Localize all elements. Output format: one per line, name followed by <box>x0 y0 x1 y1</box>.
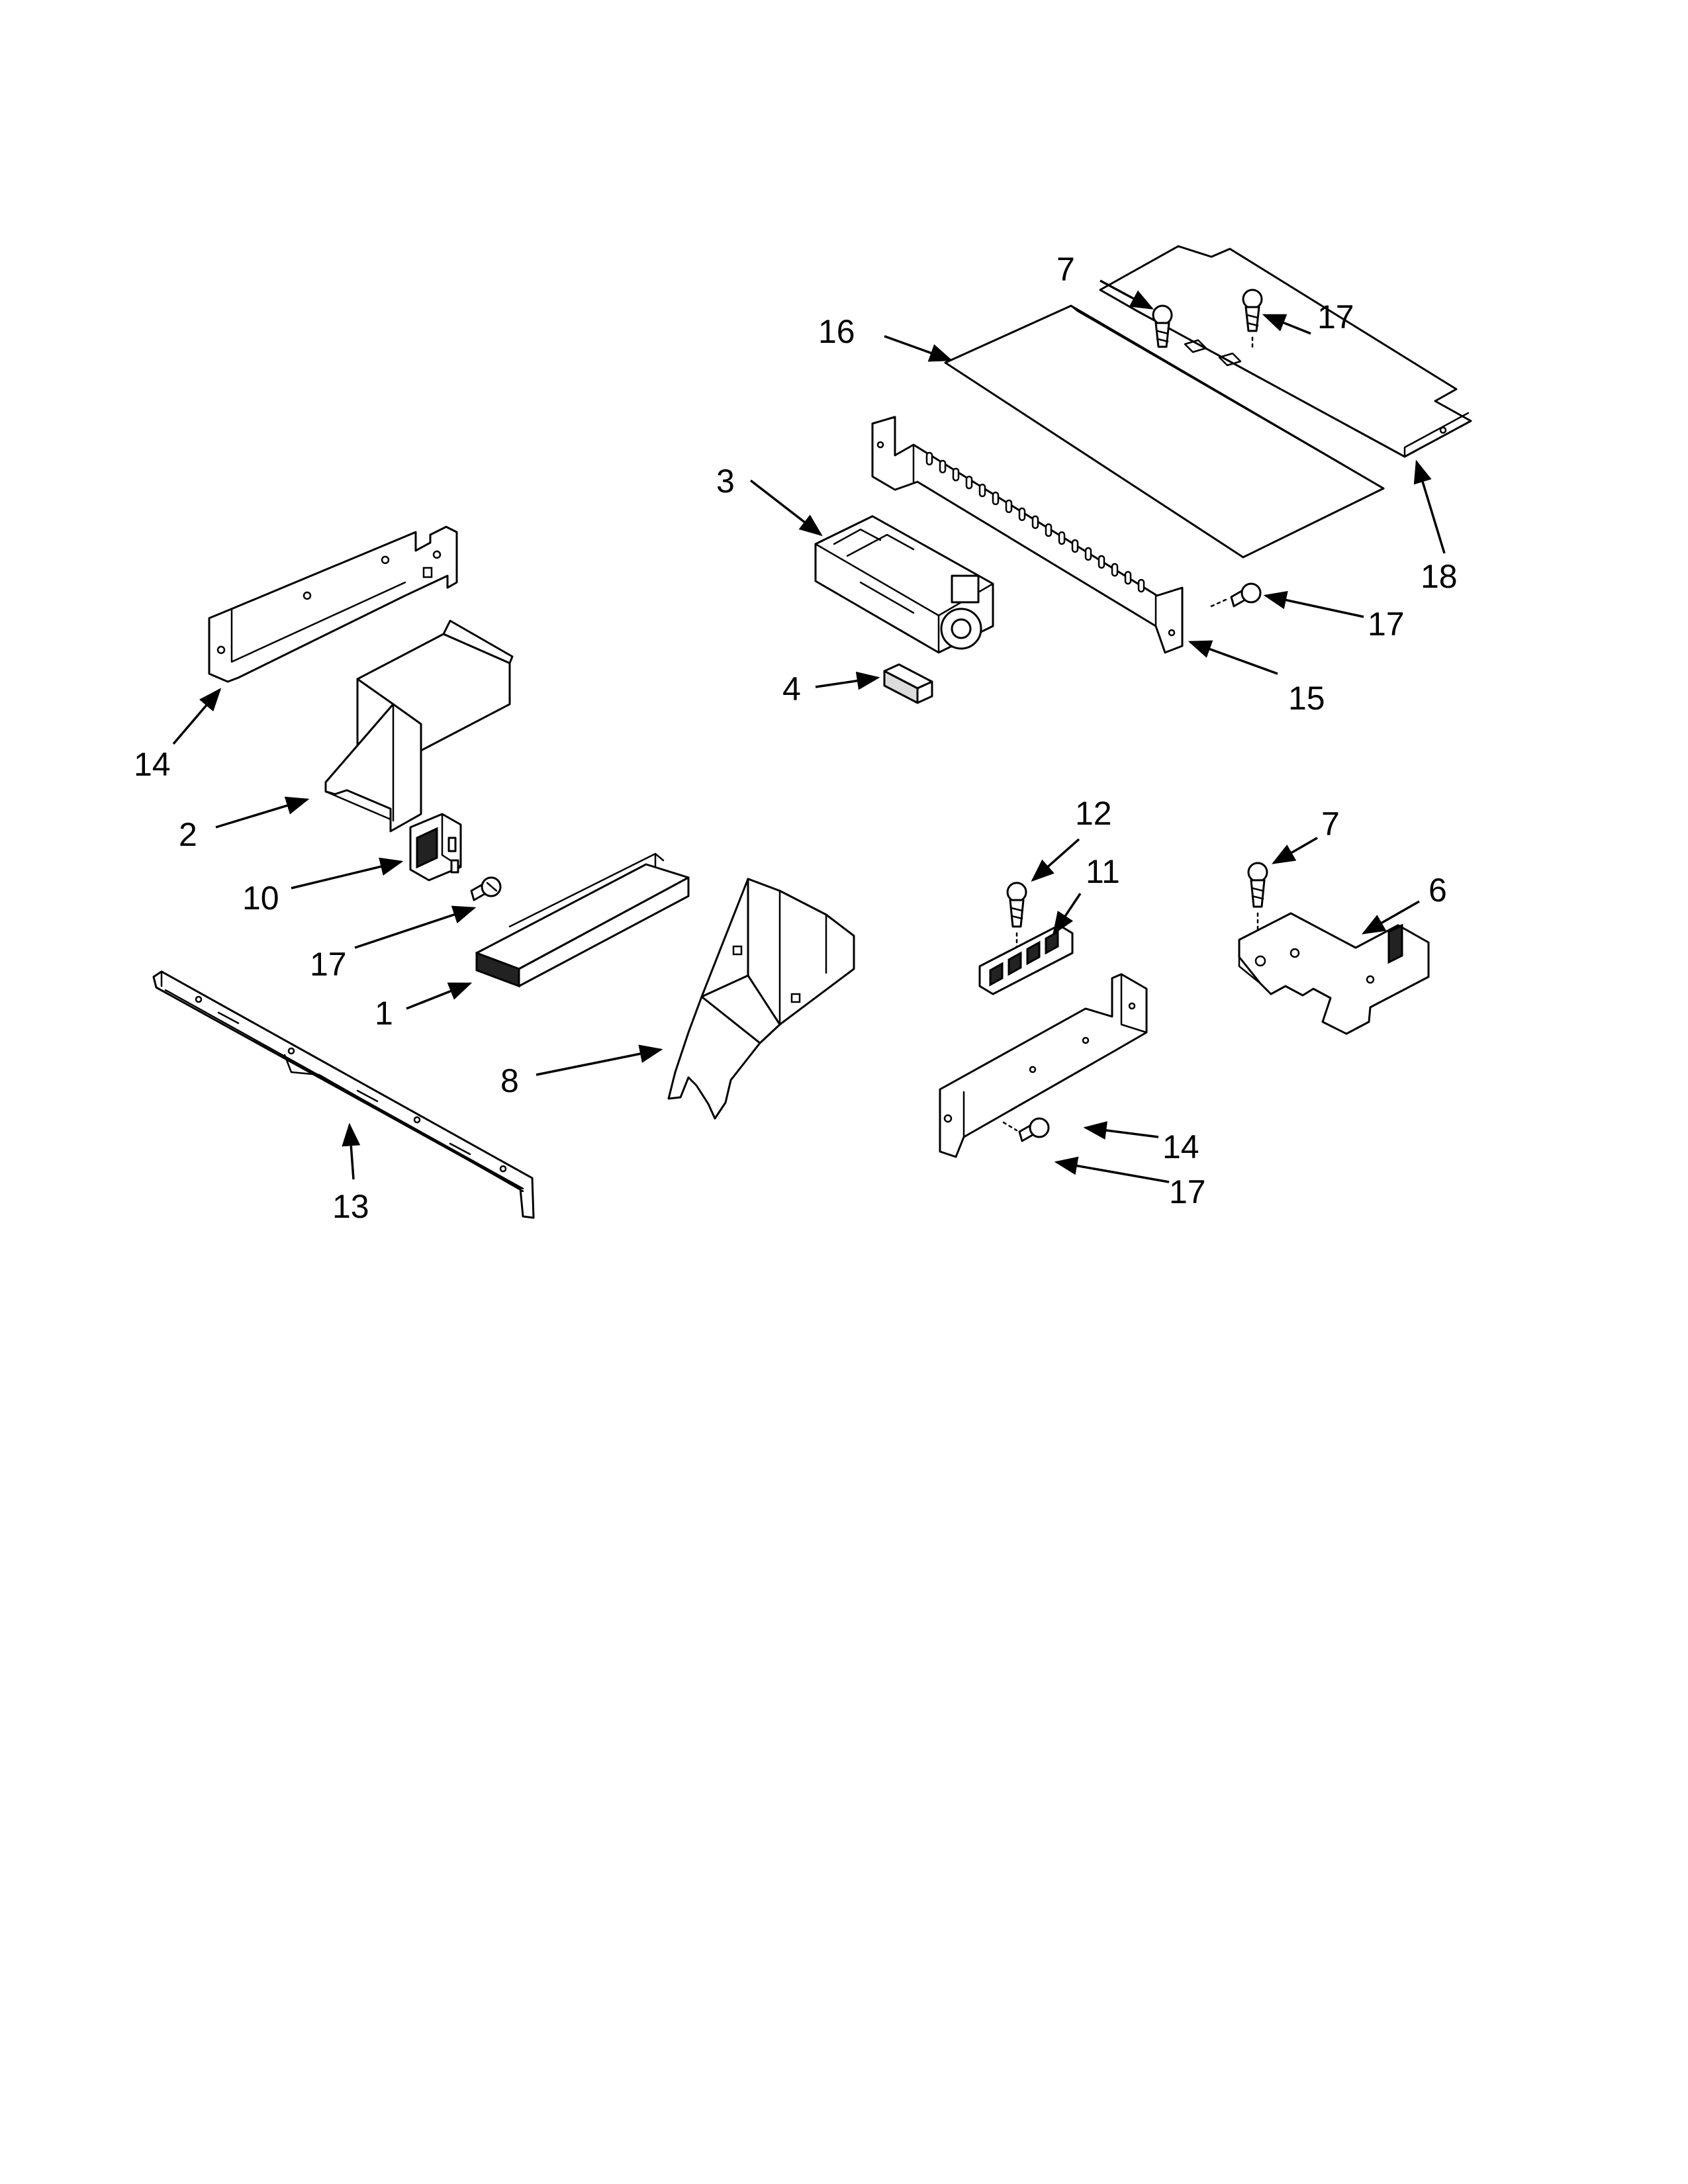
part-7-screw-right <box>1247 862 1268 934</box>
part-17-screw-top <box>1242 289 1263 349</box>
part-18-top-cover <box>1099 245 1472 458</box>
leader-11 <box>1053 893 1082 935</box>
leader-15 <box>1188 640 1278 675</box>
callout-11: 11 <box>1086 853 1120 890</box>
part-17-screw-left <box>470 876 502 901</box>
leader-10 <box>291 857 404 889</box>
leader-4 <box>815 671 880 690</box>
leader-14-upper <box>172 688 222 745</box>
leader-14-lower <box>1083 1121 1159 1140</box>
part-17-screw-lower <box>1002 1117 1050 1142</box>
part-14-upper-bracket <box>208 525 458 683</box>
callout-17-left: 17 <box>310 946 347 983</box>
leader-7-right <box>1271 837 1318 864</box>
leader-17-right <box>1263 590 1364 618</box>
leader-17-lower <box>1054 1156 1170 1183</box>
callout-7-right: 7 <box>1321 805 1340 842</box>
callout-14-upper: 14 <box>134 746 171 783</box>
callout-14-lower: 14 <box>1162 1128 1199 1165</box>
leader-lines <box>172 279 1446 1183</box>
callout-2: 2 <box>179 816 197 853</box>
part-12-screw <box>1006 882 1027 954</box>
callout-15: 15 <box>1288 680 1325 717</box>
part-16-shield-panel <box>944 304 1385 559</box>
part-14-lower-bracket <box>939 973 1148 1158</box>
callout-10: 10 <box>242 880 279 917</box>
callout-3: 3 <box>716 463 735 500</box>
leader-12 <box>1031 838 1080 882</box>
leader-8 <box>536 1044 663 1076</box>
part-2-duct <box>324 619 514 833</box>
part-11-terminal-block <box>978 924 1074 995</box>
part-10-switch <box>409 813 462 882</box>
leader-6 <box>1361 900 1420 934</box>
callout-1: 1 <box>375 995 393 1032</box>
bracket-perforations <box>925 451 1145 593</box>
leader-18 <box>1413 459 1446 554</box>
part-17-screw-right <box>1210 582 1262 608</box>
callout-7-top: 7 <box>1056 251 1075 288</box>
part-6-plate <box>1238 912 1430 1035</box>
part-15-perforated-bracket <box>871 416 1184 654</box>
part-4-small-block <box>883 663 933 704</box>
callout-12: 12 <box>1075 795 1112 832</box>
leader-17-top <box>1262 314 1311 335</box>
callout-8: 8 <box>500 1062 519 1099</box>
callout-17-right: 17 <box>1368 606 1405 643</box>
leader-13 <box>342 1122 361 1180</box>
leader-7-top <box>1100 279 1154 310</box>
callout-18: 18 <box>1421 558 1458 595</box>
leader-17-left <box>354 905 477 949</box>
callout-labels: 7 17 16 18 3 17 15 4 14 2 10 17 1 8 13 1… <box>134 251 1458 1225</box>
leader-16 <box>884 335 953 362</box>
part-1-strip <box>475 852 690 988</box>
callout-17-top: 17 <box>1317 298 1354 336</box>
part-13-long-rail <box>152 970 535 1219</box>
callout-13: 13 <box>332 1188 369 1225</box>
leader-1 <box>406 982 473 1010</box>
part-7-screw-top <box>1152 304 1173 348</box>
callout-17-lower: 17 <box>1169 1173 1206 1210</box>
callout-6: 6 <box>1429 872 1447 909</box>
leader-3 <box>749 479 823 537</box>
part-3-motor-assembly <box>814 515 994 654</box>
part-8-deflector <box>667 878 855 1120</box>
callout-4: 4 <box>782 670 801 707</box>
callout-16: 16 <box>818 313 855 350</box>
leader-2 <box>215 796 310 829</box>
